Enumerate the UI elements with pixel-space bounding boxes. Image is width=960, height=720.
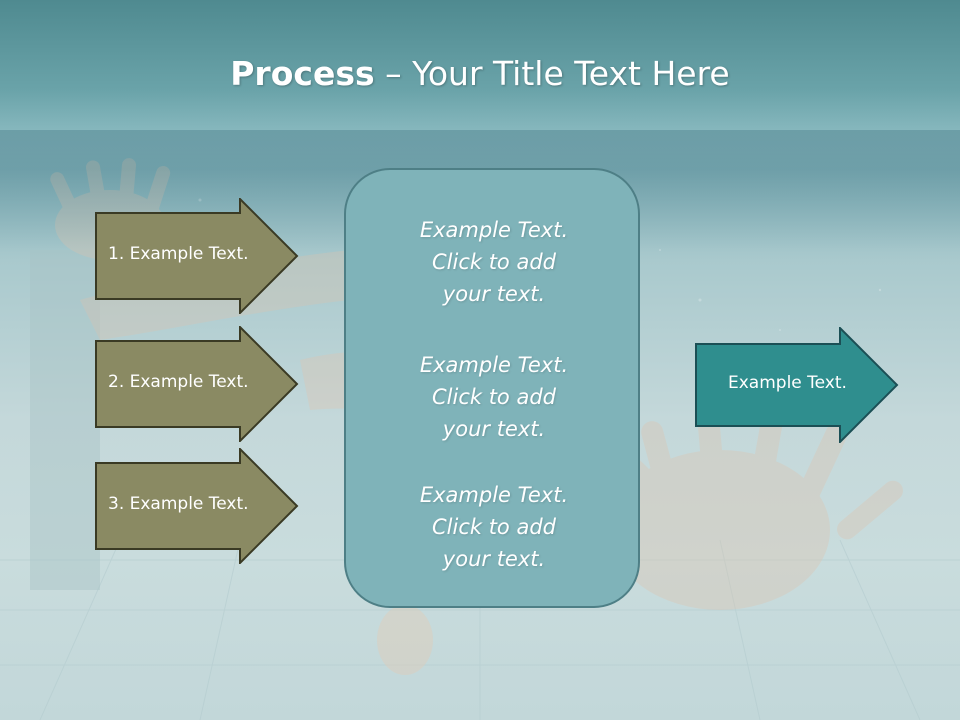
arrow-step-1[interactable]: 1. Example Text. xyxy=(95,198,299,314)
arrow-shape-icon xyxy=(95,326,299,442)
arrow-step-1-label: 1. Example Text. xyxy=(108,244,249,264)
arrow-shape-icon xyxy=(95,448,299,564)
slide-title[interactable]: Process – Your Title Text Here xyxy=(0,52,960,96)
center-block-1-line-3: your text. xyxy=(442,282,546,306)
center-block-2-line-3: your text. xyxy=(442,417,546,441)
center-text-block-3[interactable]: Example Text. Click to add your text. xyxy=(346,479,642,575)
arrow-result-label: Example Text. xyxy=(728,373,847,393)
center-block-3-line-1: Example Text. xyxy=(419,483,569,507)
arrow-step-2[interactable]: 2. Example Text. xyxy=(95,326,299,442)
arrow-shape-icon xyxy=(695,327,899,443)
center-block-3-line-3: your text. xyxy=(442,547,546,571)
arrow-step-3-label: 3. Example Text. xyxy=(108,494,249,514)
center-block-1-line-1: Example Text. xyxy=(419,218,569,242)
title-rest: – Your Title Text Here xyxy=(374,54,730,93)
center-text-block-1[interactable]: Example Text. Click to add your text. xyxy=(346,214,642,310)
arrow-step-2-label: 2. Example Text. xyxy=(108,372,249,392)
arrow-result[interactable]: Example Text. xyxy=(695,327,899,443)
center-text-block-2[interactable]: Example Text. Click to add your text. xyxy=(346,349,642,445)
center-block-3-line-2: Click to add xyxy=(431,515,556,539)
center-block-1-line-2: Click to add xyxy=(431,250,556,274)
center-content-box[interactable]: Example Text. Click to add your text. Ex… xyxy=(344,168,640,608)
title-bold: Process xyxy=(230,54,375,93)
arrow-step-3[interactable]: 3. Example Text. xyxy=(95,448,299,564)
center-block-2-line-1: Example Text. xyxy=(419,353,569,377)
center-block-2-line-2: Click to add xyxy=(431,385,556,409)
arrow-shape-icon xyxy=(95,198,299,314)
